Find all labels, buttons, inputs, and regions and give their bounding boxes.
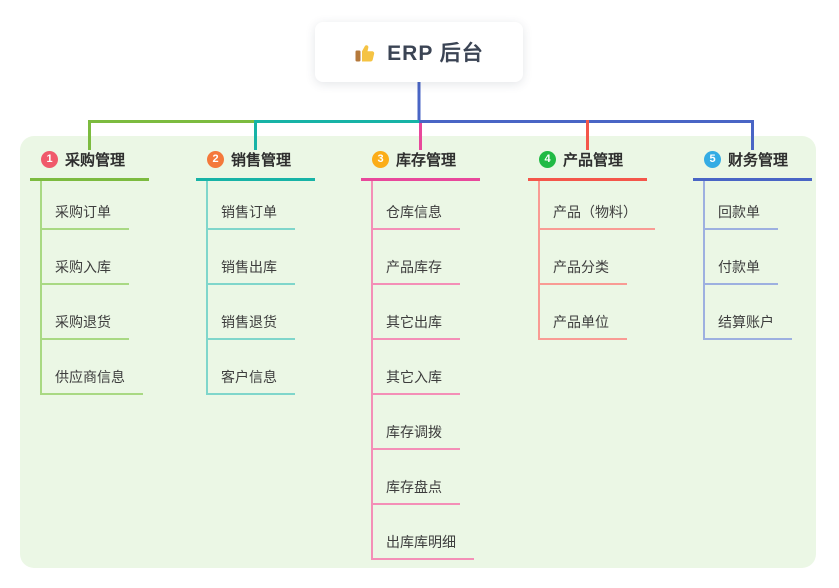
child-label: 采购入库 xyxy=(55,259,111,275)
child-node-inner: 回款单 xyxy=(705,203,778,230)
child-label: 产品库存 xyxy=(386,259,442,275)
branch-number-badge: 5 xyxy=(704,150,721,168)
child-node-inner: 产品库存 xyxy=(373,258,460,285)
child-node[interactable]: 其它入库 xyxy=(373,340,521,395)
child-label: 库存调拨 xyxy=(386,424,442,440)
child-node-inner: 销售订单 xyxy=(208,203,295,230)
branch: 2 销售管理 销售订单 销售出库 销售退货 客户信息 xyxy=(196,146,356,395)
branch-children: 采购订单 采购入库 采购退货 供应商信息 xyxy=(40,181,190,395)
child-node[interactable]: 销售退货 xyxy=(208,285,356,340)
branch-number-badge: 3 xyxy=(372,150,389,168)
child-node[interactable]: 采购订单 xyxy=(42,181,190,230)
child-node[interactable]: 仓库信息 xyxy=(373,181,521,230)
branch-children: 销售订单 销售出库 销售退货 客户信息 xyxy=(206,181,356,395)
root-title: ERP 后台 xyxy=(387,42,484,65)
child-node[interactable]: 库存调拨 xyxy=(373,395,521,450)
child-label: 供应商信息 xyxy=(55,369,125,385)
child-node-inner: 销售出库 xyxy=(208,258,295,285)
child-node-inner: 客户信息 xyxy=(208,368,295,395)
branch-number-badge: 1 xyxy=(41,150,58,168)
branch-label: 库存管理 xyxy=(396,151,457,169)
thumbs-up-icon xyxy=(355,45,375,62)
child-label: 采购订单 xyxy=(55,204,111,220)
child-node[interactable]: 回款单 xyxy=(705,181,839,230)
child-node[interactable]: 出库库明细 xyxy=(373,505,521,560)
child-node[interactable]: 销售订单 xyxy=(208,181,356,230)
child-label: 销售订单 xyxy=(221,204,277,220)
child-node-inner: 库存盘点 xyxy=(373,478,460,505)
child-node[interactable]: 其它出库 xyxy=(373,285,521,340)
child-node-inner: 采购入库 xyxy=(42,258,129,285)
branch-children: 产品（物料） 产品分类 产品单位 xyxy=(538,181,688,340)
branch-label: 销售管理 xyxy=(231,151,292,169)
branch-header[interactable]: 2 销售管理 xyxy=(196,146,315,181)
child-node-inner: 其它入库 xyxy=(373,368,460,395)
child-node-inner: 其它出库 xyxy=(373,313,460,340)
child-node[interactable]: 销售出库 xyxy=(208,230,356,285)
child-node[interactable]: 产品分类 xyxy=(540,230,688,285)
child-node-inner: 产品分类 xyxy=(540,258,627,285)
child-node-inner: 供应商信息 xyxy=(42,368,143,395)
branches-background-panel xyxy=(20,136,816,568)
child-node-inner: 产品单位 xyxy=(540,313,627,340)
child-label: 库存盘点 xyxy=(386,479,442,495)
branch-header[interactable]: 1 采购管理 xyxy=(30,146,149,181)
child-node[interactable]: 产品（物料） xyxy=(540,181,688,230)
branch-children: 回款单 付款单 结算账户 xyxy=(703,181,839,340)
child-label: 客户信息 xyxy=(221,369,277,385)
child-node-inner: 付款单 xyxy=(705,258,778,285)
child-label: 产品分类 xyxy=(553,259,609,275)
child-node[interactable]: 付款单 xyxy=(705,230,839,285)
branch: 1 采购管理 采购订单 采购入库 采购退货 供应商信息 xyxy=(30,146,190,395)
branch-label: 财务管理 xyxy=(728,151,789,169)
child-label: 结算账户 xyxy=(718,314,774,330)
child-label: 仓库信息 xyxy=(386,204,442,220)
child-label: 销售出库 xyxy=(221,259,277,275)
root-node[interactable]: ERP 后台 xyxy=(315,22,523,82)
branch-header[interactable]: 5 财务管理 xyxy=(693,146,812,181)
child-node-inner: 结算账户 xyxy=(705,313,792,340)
child-node-inner: 产品（物料） xyxy=(540,203,655,230)
branch-header[interactable]: 3 库存管理 xyxy=(361,146,480,181)
child-node[interactable]: 采购退货 xyxy=(42,285,190,340)
child-node-inner: 出库库明细 xyxy=(373,533,474,560)
child-node-inner: 仓库信息 xyxy=(373,203,460,230)
child-label: 采购退货 xyxy=(55,314,111,330)
child-label: 回款单 xyxy=(718,204,760,220)
child-node-inner: 采购订单 xyxy=(42,203,129,230)
branch-number-badge: 2 xyxy=(207,150,224,168)
branch: 3 库存管理 仓库信息 产品库存 其它出库 其它入库 库存调拨 库存盘点 出库库… xyxy=(361,146,521,560)
child-label: 产品（物料） xyxy=(553,204,637,220)
child-node[interactable]: 客户信息 xyxy=(208,340,356,395)
child-node[interactable]: 结算账户 xyxy=(705,285,839,340)
branch: 4 产品管理 产品（物料） 产品分类 产品单位 xyxy=(528,146,688,340)
branch-header[interactable]: 4 产品管理 xyxy=(528,146,647,181)
child-node-inner: 销售退货 xyxy=(208,313,295,340)
child-label: 付款单 xyxy=(718,259,760,275)
child-node[interactable]: 采购入库 xyxy=(42,230,190,285)
child-label: 出库库明细 xyxy=(386,534,456,550)
child-node[interactable]: 产品单位 xyxy=(540,285,688,340)
branch: 5 财务管理 回款单 付款单 结算账户 xyxy=(693,146,839,340)
branch-label: 采购管理 xyxy=(65,151,126,169)
child-node[interactable]: 产品库存 xyxy=(373,230,521,285)
child-label: 其它出库 xyxy=(386,314,442,330)
branch-label: 产品管理 xyxy=(563,151,624,169)
child-label: 其它入库 xyxy=(386,369,442,385)
child-node[interactable]: 库存盘点 xyxy=(373,450,521,505)
branch-number-badge: 4 xyxy=(539,150,556,168)
child-node-inner: 采购退货 xyxy=(42,313,129,340)
child-node[interactable]: 供应商信息 xyxy=(42,340,190,395)
child-label: 产品单位 xyxy=(553,314,609,330)
child-label: 销售退货 xyxy=(221,314,277,330)
branch-children: 仓库信息 产品库存 其它出库 其它入库 库存调拨 库存盘点 出库库明细 xyxy=(371,181,521,560)
child-node-inner: 库存调拨 xyxy=(373,423,460,450)
